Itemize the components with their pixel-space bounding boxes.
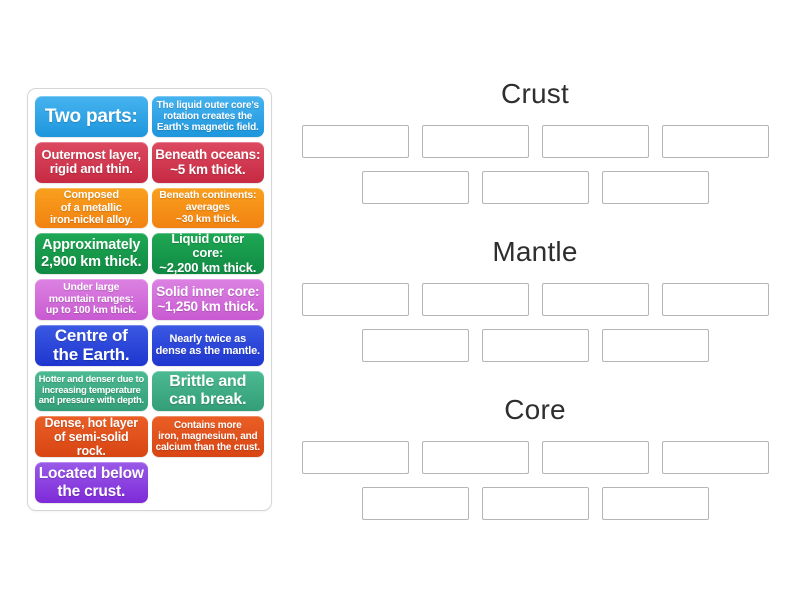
drop-slot[interactable] (661, 441, 769, 474)
draggable-tile[interactable]: Composed of a metallic iron-nickel alloy… (35, 187, 148, 229)
draggable-tile[interactable]: Beneath continents: averages ~30 km thic… (151, 187, 264, 229)
slot-row (301, 125, 769, 158)
draggable-tile[interactable]: Outermost layer, rigid and thin. (35, 141, 148, 183)
drop-slot[interactable] (661, 125, 769, 158)
group-title-crust: Crust (501, 78, 569, 109)
draggable-tile[interactable]: Two parts: (35, 96, 148, 137)
drop-slot[interactable] (481, 329, 589, 362)
draggable-tile[interactable]: Brittle and can break. (151, 370, 264, 412)
drop-slot[interactable] (421, 283, 529, 316)
group-sort-area: Crust Mantle Core (300, 76, 770, 550)
slot-row (301, 441, 769, 474)
group-mantle: Mantle (301, 234, 769, 362)
drop-slot[interactable] (301, 125, 409, 158)
group-crust: Crust (301, 76, 769, 204)
drop-slot[interactable] (481, 171, 589, 204)
drop-slot[interactable] (361, 487, 469, 520)
draggable-tile[interactable]: Hotter and denser due to increasing temp… (35, 370, 148, 412)
tile-tray: Two parts: The liquid outer core's rotat… (27, 88, 272, 511)
drop-slot[interactable] (601, 329, 709, 362)
slot-row (361, 329, 709, 362)
draggable-tile[interactable]: Liquid outer core: ~2,200 km thick. (151, 233, 264, 275)
drop-slot[interactable] (301, 283, 409, 316)
draggable-tile[interactable]: The liquid outer core's rotation creates… (151, 96, 264, 137)
drop-slot[interactable] (541, 125, 649, 158)
draggable-tile[interactable]: Nearly twice as dense as the mantle. (151, 324, 264, 366)
draggable-tile[interactable]: Located below the crust. (35, 462, 148, 503)
group-core: Core (301, 392, 769, 520)
draggable-tile[interactable]: Centre of the Earth. (35, 324, 148, 366)
draggable-tile[interactable]: Approximately 2,900 km thick. (35, 233, 148, 275)
drop-slot[interactable] (361, 171, 469, 204)
group-title-core: Core (504, 394, 566, 425)
drop-slot[interactable] (661, 283, 769, 316)
drop-slot[interactable] (421, 441, 529, 474)
draggable-tile[interactable]: Contains more iron, magnesium, and calci… (151, 416, 264, 458)
draggable-tile[interactable]: Under large mountain ranges: up to 100 k… (35, 279, 148, 320)
slot-row (361, 487, 709, 520)
draggable-tile[interactable]: Dense, hot layer of semi-solid rock. (35, 416, 148, 458)
drop-slot[interactable] (541, 283, 649, 316)
slot-row (301, 283, 769, 316)
drop-slot[interactable] (301, 441, 409, 474)
slot-row (361, 171, 709, 204)
drop-slot[interactable] (601, 171, 709, 204)
drop-slot[interactable] (421, 125, 529, 158)
drop-slot[interactable] (541, 441, 649, 474)
group-title-mantle: Mantle (492, 236, 578, 267)
draggable-tile[interactable]: Solid inner core: ~1,250 km thick. (151, 279, 264, 320)
drop-slot[interactable] (481, 487, 589, 520)
draggable-tile[interactable]: Beneath oceans: ~5 km thick. (151, 141, 264, 183)
drop-slot[interactable] (601, 487, 709, 520)
drop-slot[interactable] (361, 329, 469, 362)
